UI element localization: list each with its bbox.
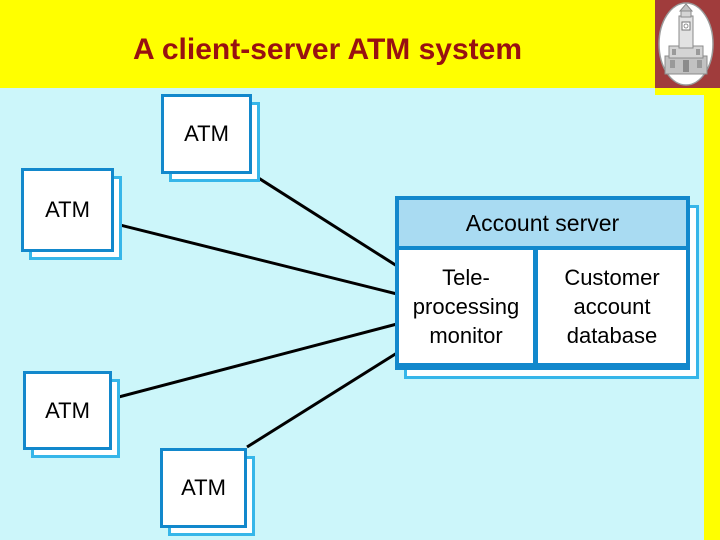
atm-box: ATM [161,94,252,174]
atm-node-bottom: ATM [160,448,255,536]
atm-label: ATM [45,397,90,423]
connector-line-atm-bottom-left [110,322,398,401]
teleprocessing-monitor-box: Tele- processing monitor [399,250,533,363]
connector-line-atm-bottom [246,351,398,449]
connector-line-atm-left [111,221,398,296]
atm-box: ATM [21,168,114,252]
atm-node-top: ATM [161,94,260,182]
atm-label: ATM [181,475,226,500]
page-title: A client-server ATM system [132,33,523,66]
clock-tower-crest-icon [655,0,720,88]
atm-label: ATM [184,121,229,146]
slide-header: A client-server ATM system [0,0,720,88]
account-server-node: Account server Tele- processing monitor … [395,196,699,379]
slide-right-border-top [655,88,720,95]
customer-account-database-box: Customer account database [533,250,686,363]
atm-node-bottom-left: ATM [23,371,120,458]
connector-line-atm-top [248,170,398,268]
atm-label: ATM [45,197,90,222]
account-server-box: Account server Tele- processing monitor … [395,196,690,370]
account-server-components: Tele- processing monitor Customer accoun… [399,250,686,363]
atm-box: ATM [23,371,112,450]
atm-node-left: ATM [21,168,122,260]
account-server-title: Account server [399,200,686,250]
slide-right-border [704,88,720,540]
atm-box: ATM [160,448,247,528]
